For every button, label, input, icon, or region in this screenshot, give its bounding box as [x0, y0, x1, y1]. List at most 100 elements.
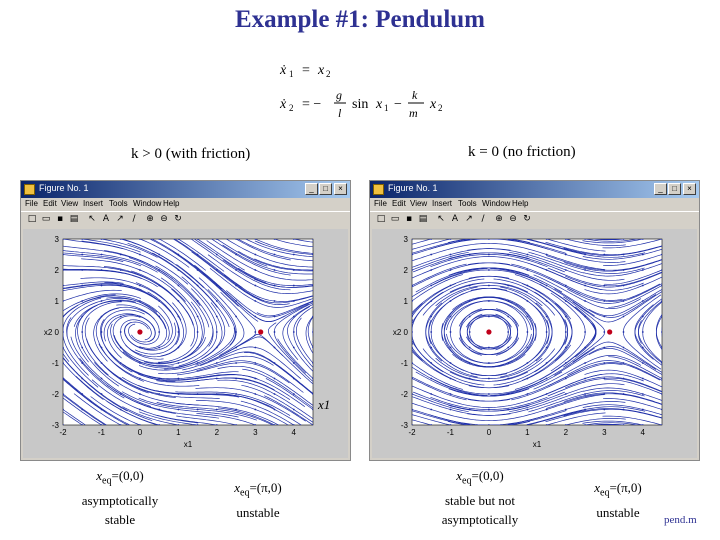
streamline — [661, 269, 662, 270]
menu-insert[interactable]: Insert — [83, 199, 104, 208]
close-button[interactable]: × — [334, 183, 347, 195]
streamline — [412, 239, 414, 240]
streamline-marker — [235, 424, 237, 425]
menu-view[interactable]: View — [61, 199, 79, 208]
maximize-button[interactable]: □ — [668, 183, 681, 195]
rotate-icon[interactable]: ↻ — [523, 214, 531, 224]
streamline — [107, 368, 160, 395]
menu-tools[interactable]: Tools — [458, 199, 477, 208]
streamline-marker — [235, 253, 238, 256]
edit-pointer-icon[interactable]: ↖ — [88, 214, 96, 224]
menu-help[interactable]: Help — [512, 199, 529, 208]
print-icon[interactable]: ▤ — [418, 214, 428, 224]
insert-text-icon[interactable]: A — [451, 214, 459, 224]
streamline — [604, 408, 662, 419]
insert-line-icon[interactable]: / — [481, 214, 485, 224]
streamline — [101, 269, 158, 288]
streamline — [412, 254, 451, 268]
new-figure-icon[interactable]: □ — [27, 214, 37, 224]
zoom-out-icon[interactable]: ⊖ — [509, 214, 517, 224]
streamline — [265, 378, 313, 410]
y-tick-label: 2 — [404, 266, 409, 275]
streamline — [467, 248, 528, 255]
new-figure-icon[interactable]: □ — [376, 214, 386, 224]
streamline — [565, 418, 626, 425]
insert-arrow-icon[interactable]: ↗ — [465, 214, 473, 224]
streamline — [312, 285, 313, 286]
streamline — [216, 239, 268, 267]
streamline — [604, 377, 662, 393]
streamline-marker — [215, 315, 218, 318]
save-icon[interactable]: ▪ — [405, 214, 413, 224]
minimize-button[interactable]: _ — [305, 183, 318, 195]
insert-text-icon[interactable]: A — [102, 214, 110, 224]
streamline — [469, 239, 530, 243]
streamline — [446, 333, 489, 364]
insert-arrow-icon[interactable]: ↗ — [116, 214, 124, 224]
streamline — [82, 424, 83, 425]
streamline — [582, 420, 643, 425]
streamline-marker — [545, 346, 548, 349]
streamline — [139, 322, 177, 351]
streamline — [312, 363, 313, 364]
streamline-marker — [449, 408, 452, 411]
streamline-marker — [430, 424, 433, 425]
streamline — [310, 239, 313, 240]
menu-insert[interactable]: Insert — [432, 199, 453, 208]
zoom-in-icon[interactable]: ⊕ — [146, 214, 154, 224]
menu-edit[interactable]: Edit — [392, 199, 406, 208]
rotate-icon[interactable]: ↻ — [174, 214, 182, 224]
caption-nofriction-origin: xeq=(0,0) stable but not asymptotically — [420, 466, 540, 529]
zoom-out-icon[interactable]: ⊖ — [160, 214, 168, 224]
menu-file[interactable]: File — [374, 199, 387, 208]
zoom-in-icon[interactable]: ⊕ — [495, 214, 503, 224]
close-button[interactable]: × — [683, 183, 696, 195]
edit-pointer-icon[interactable]: ↖ — [437, 214, 445, 224]
streamline — [452, 354, 509, 368]
streamline — [277, 338, 313, 379]
streamline — [642, 424, 645, 425]
streamline-marker — [430, 331, 433, 333]
insert-line-icon[interactable]: / — [132, 214, 136, 224]
streamline — [75, 316, 89, 363]
pend-m-link[interactable]: pend.m — [664, 514, 697, 526]
svg-text:x: x — [429, 97, 437, 112]
print-icon[interactable]: ▤ — [69, 214, 79, 224]
streamline-marker — [63, 362, 64, 364]
streamline-marker — [215, 253, 218, 256]
streamline-marker — [641, 393, 644, 395]
menu-view[interactable]: View — [410, 199, 428, 208]
streamline-marker — [641, 253, 644, 256]
streamline — [547, 267, 605, 286]
menu-window[interactable]: Window — [133, 199, 162, 208]
streamline-marker — [292, 331, 295, 333]
streamline — [488, 269, 546, 286]
menu-window[interactable]: Window — [482, 199, 511, 208]
streamline — [216, 285, 259, 322]
streamline — [197, 424, 200, 425]
streamline-marker — [158, 269, 161, 271]
streamline-marker — [661, 300, 662, 302]
open-file-icon[interactable]: ▭ — [41, 214, 51, 224]
streamline-marker — [488, 346, 490, 349]
maximize-button[interactable]: □ — [319, 183, 332, 195]
streamline — [245, 239, 294, 255]
menu-edit[interactable]: Edit — [43, 199, 57, 208]
menu-file[interactable]: File — [25, 199, 38, 208]
streamline — [547, 378, 605, 397]
open-file-icon[interactable]: ▭ — [390, 214, 400, 224]
streamline — [138, 239, 140, 240]
minimize-button[interactable]: _ — [654, 183, 667, 195]
streamline — [603, 254, 662, 266]
streamline — [508, 410, 567, 425]
streamline — [488, 378, 546, 395]
streamline — [642, 276, 662, 286]
streamline — [604, 362, 661, 381]
streamline — [533, 274, 586, 302]
streamline — [63, 285, 64, 286]
svg-text:2: 2 — [326, 69, 331, 79]
streamline — [63, 347, 99, 388]
save-icon[interactable]: ▪ — [56, 214, 64, 224]
menu-help[interactable]: Help — [163, 199, 180, 208]
menu-tools[interactable]: Tools — [109, 199, 128, 208]
